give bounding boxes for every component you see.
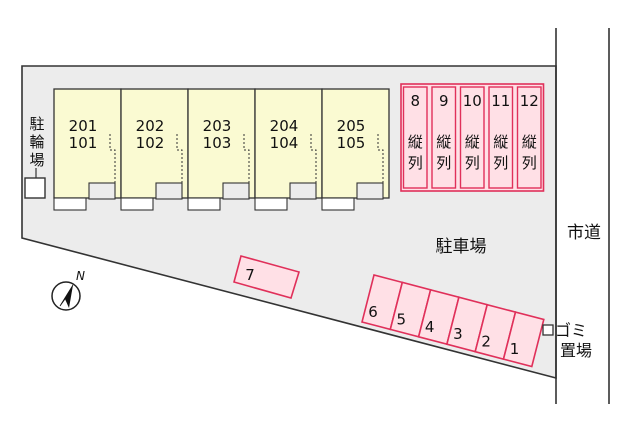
parking-number: 4	[425, 318, 435, 336]
bicycle-parking-char-3: 場	[29, 151, 44, 169]
north-arrow: N	[51, 269, 85, 311]
parking-note-char-2: 列	[493, 154, 508, 172]
bicycle-parking-char-2: 輪	[29, 133, 44, 151]
parking-space-7: 7	[233, 255, 301, 299]
garbage-area: ゴミ 置場	[542, 321, 592, 360]
parking-number: 3	[453, 325, 463, 343]
parking-number: 10	[463, 92, 482, 110]
unit-number-lower: 105	[337, 134, 366, 152]
unit-number-upper: 202	[136, 117, 165, 135]
unit-number-lower: 101	[69, 134, 98, 152]
parking-number: 6	[368, 303, 378, 321]
city-road-label: 市道	[567, 223, 601, 243]
parking-space-8: 8 縦列	[402, 86, 428, 189]
parking-lot-label: 駐車場	[436, 237, 487, 257]
unit-number-lower: 103	[203, 134, 232, 152]
parking-note-char-2: 列	[436, 154, 451, 172]
parking-note-char-1: 縦	[465, 133, 480, 151]
parking-note-char-1: 縦	[436, 133, 451, 151]
parking-space-9: 9 縦列	[431, 86, 457, 189]
parking-number: 2	[481, 333, 491, 351]
parking-space-11: 11 縦列	[488, 86, 514, 189]
unit-number-upper: 205	[337, 117, 366, 135]
north-label: N	[76, 269, 85, 283]
parking-number: 11	[491, 92, 510, 110]
garbage-label-2: 置場	[560, 341, 592, 360]
parking-note-char-1: 縦	[493, 133, 508, 151]
parking-note-char-2: 列	[522, 154, 537, 172]
parking-space-12: 12 縦列	[516, 86, 542, 189]
unit-number-upper: 203	[203, 117, 232, 135]
unit-number-upper: 204	[270, 117, 299, 135]
parking-number: 9	[439, 92, 449, 110]
parking-number: 8	[410, 92, 420, 110]
parking-note-char-1: 縦	[522, 133, 537, 151]
parking-note-char-2: 列	[465, 154, 480, 172]
unit-number-lower: 104	[270, 134, 299, 152]
parking-number: 1	[510, 340, 520, 358]
unit-number-lower: 102	[136, 134, 165, 152]
parking-space-1: 1	[502, 311, 545, 368]
parking-number: 5	[397, 310, 407, 328]
parking-number: 12	[520, 92, 539, 110]
parking-number-7: 7	[245, 266, 255, 284]
bicycle-parking-char-1: 駐	[29, 115, 44, 133]
parking-note-char-2: 列	[408, 154, 423, 172]
bicycle-parking: 駐 輪 場	[24, 115, 46, 199]
garbage-label-1: ゴミ	[555, 321, 587, 340]
parking-note-char-1: 縦	[408, 133, 423, 151]
unit-number-upper: 201	[69, 117, 98, 135]
parking-space-10: 10 縦列	[459, 86, 485, 189]
